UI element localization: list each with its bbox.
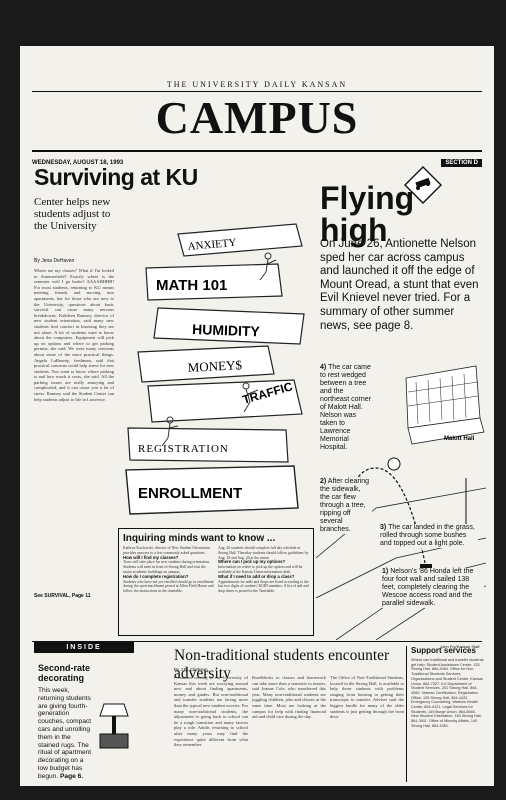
- diagram-caption-1: 1) Nelson's '86 Honda left the four foot…: [382, 568, 484, 608]
- nontrad-body: Freshmen coming to the University of Kan…: [174, 675, 404, 783]
- nontrad-column-1: Freshmen coming to the University of Kan…: [174, 675, 248, 748]
- flying-headline: Flying high: [320, 180, 415, 248]
- crash-diagram: Malott Hall: [316, 365, 486, 640]
- inside-box: INSIDE Second-rate decorating This week,…: [34, 642, 134, 786]
- faq-column-1: Kathryn Kozlowski, director of New Stude…: [123, 546, 214, 630]
- faq-answer: Students who have not yet enrolled shoul…: [123, 579, 214, 594]
- graphic-credit: John Fry/Kansan Staff: [440, 644, 480, 649]
- building-label: Malott Hall: [444, 436, 475, 442]
- faq-question: What if I need to add or drop a class?: [218, 573, 295, 579]
- faq-title: Inquiring minds want to know ...: [123, 533, 276, 544]
- book-6: REGISTRATION: [127, 427, 289, 463]
- inside-text: This week, returning students are giving…: [38, 687, 92, 780]
- book-3: HUMIDITY: [153, 307, 305, 345]
- faq-answer: Aug. 20 students should complete full da…: [218, 546, 309, 560]
- faq-column-2: Aug. 20 students should complete full da…: [218, 546, 309, 630]
- faq-answer: Tours will take place for new students d…: [123, 560, 210, 574]
- book-stack-illustration: ANXIETY MATH 101 HUMIDITY MONEY$ TRAFFIC…: [125, 223, 305, 515]
- car-marker: [420, 564, 432, 570]
- book-label-anxiety: ANXIETY: [187, 237, 237, 253]
- flying-car-icon: [404, 166, 442, 204]
- climber-figures: [161, 252, 277, 447]
- masthead-rule-bottom: [32, 150, 482, 152]
- main-deck: Center helps new students adjust to the …: [34, 196, 111, 232]
- nontrad-column-3: The Office of Non-Traditional Students, …: [330, 675, 404, 720]
- diagram-caption-2: 2) After clearing the sidewalk, the car …: [320, 478, 372, 534]
- flying-lead: On June 26, Antionette Nelson sped her c…: [320, 238, 479, 332]
- book-label-math: MATH 101: [156, 277, 227, 294]
- faq-question: Where can I pick up my options?: [218, 559, 286, 565]
- lower-section-rule: [32, 641, 482, 642]
- nontrad-column-2: Roadblocks to classes and homework can t…: [252, 675, 326, 720]
- book-4: MONEY$: [137, 345, 275, 383]
- book-5: TRAFFIC: [147, 379, 303, 423]
- faq-intro: Kathryn Kozlowski, director of New Stude…: [123, 546, 211, 555]
- masthead-title: CAMPUS: [155, 92, 359, 143]
- main-body: Where are my classes? What if I'm locked…: [34, 268, 114, 402]
- nontrad-headline: Non-traditional students encounter adver…: [174, 647, 390, 682]
- book-label-humidity: HUMIDITY: [192, 321, 261, 339]
- support-title: Support services: [411, 646, 476, 655]
- issue-date: WEDNESDAY, AUGUST 18, 1993: [32, 160, 124, 166]
- book-1: ANXIETY: [177, 223, 303, 257]
- dateline: WEDNESDAY, AUGUST 18, 1993 SECTION D: [32, 159, 482, 170]
- malott-hall-building: [405, 365, 485, 445]
- newspaper-page: THE UNIVERSITY DAILY KANSAN CAMPUS WEDNE…: [20, 46, 494, 786]
- faq-answer: Information on where to pick up the opti…: [218, 565, 303, 574]
- faq-answer: Appointments for adds and drops are list…: [218, 579, 309, 594]
- jump-line: See SURVIVAL, Page 11: [34, 593, 91, 599]
- book-2: MATH 101: [145, 263, 283, 301]
- inside-title: Second-rate decorating: [38, 663, 91, 683]
- diagram-caption-4: 4) The car came to rest wedged between a…: [320, 364, 374, 452]
- main-headline: Surviving at KU: [34, 164, 198, 190]
- section-label: SECTION D: [441, 159, 482, 167]
- nontrad-byline: By J.R. Clarkson: [174, 667, 208, 672]
- inside-label: INSIDE: [34, 642, 134, 653]
- main-byline: By Jena DeHaven: [34, 258, 75, 264]
- masthead-rule-top: [32, 91, 482, 92]
- book-label-registration: REGISTRATION: [138, 443, 229, 455]
- book-label-money: MONEY$: [187, 357, 242, 375]
- faq-sidebar: Inquiring minds want to know ... Kathryn…: [118, 528, 314, 636]
- faq-question: How do I complete registration?: [123, 573, 189, 579]
- tree-marker: [387, 457, 401, 471]
- publication-name: THE UNIVERSITY DAILY KANSAN: [166, 80, 348, 89]
- book-7: ENROLLMENT: [125, 465, 299, 515]
- faq-question: How will I find my classes?: [123, 554, 179, 560]
- book-label-enrollment: ENROLLMENT: [138, 485, 242, 502]
- support-text: Where can traditional and transfer stude…: [411, 658, 484, 728]
- support-services-box: Support services Where can traditional a…: [406, 646, 484, 782]
- diagram-caption-3: 3) The car landed in the grass, rolled t…: [380, 524, 478, 548]
- lamp-illustration: [99, 703, 129, 749]
